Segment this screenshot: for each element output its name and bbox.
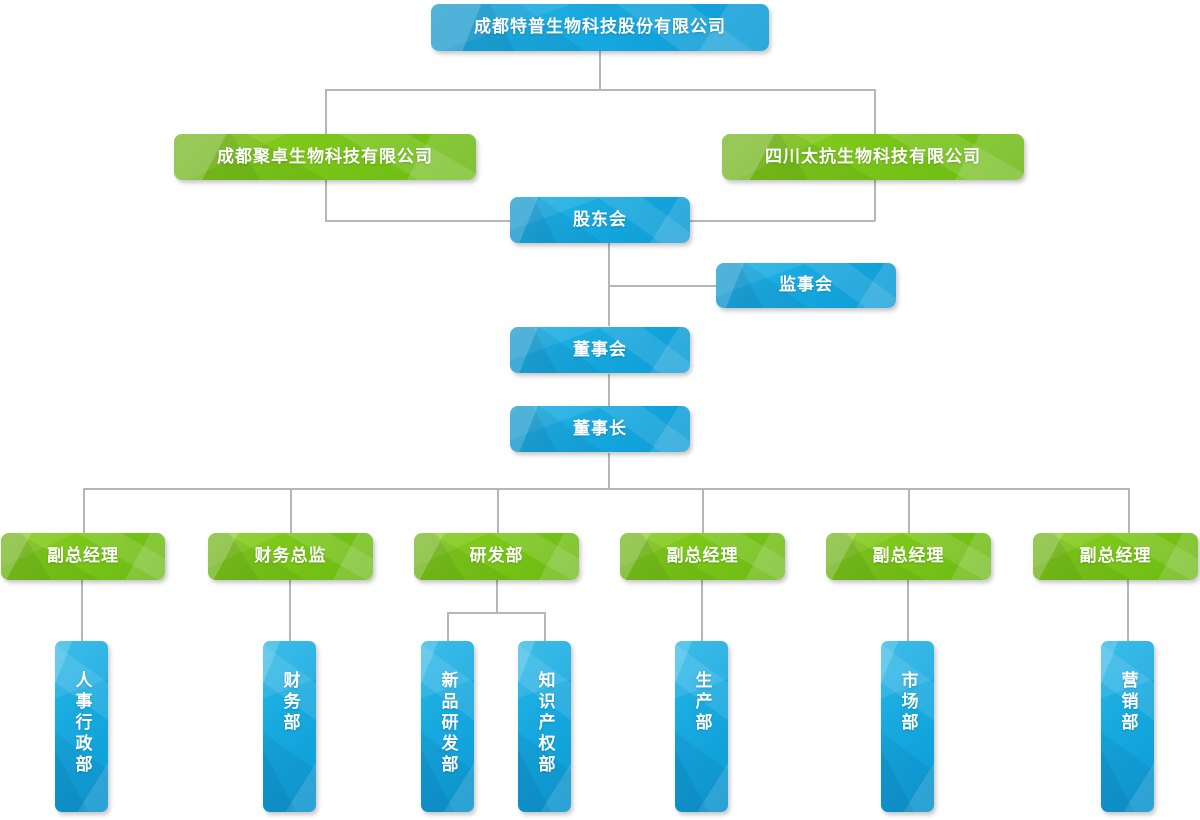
node-manager-2-label: 财务总监 [254, 546, 327, 566]
node-board-of-directors-label: 董事会 [573, 339, 627, 359]
node-department-finance-label: 财务部 [280, 671, 300, 734]
connector-dept-hr [81, 580, 83, 642]
node-department-new-product-rd-label: 新品研发部 [438, 671, 458, 776]
connector-rd-down [496, 580, 498, 613]
connector-dept-market [907, 580, 909, 642]
connector-subsidiary-bar [325, 89, 876, 91]
connector-chairman-down [608, 453, 610, 489]
node-department-production-label: 生产部 [692, 671, 712, 734]
connector-dept-production [701, 580, 703, 642]
node-department-production[interactable]: 生产部 [675, 641, 728, 812]
connector-manager-4 [702, 488, 704, 533]
node-department-intellectual-property-label: 知识产权部 [535, 671, 555, 776]
node-board-of-supervisors-label: 监事会 [779, 275, 833, 295]
node-subsidiary-right[interactable]: 四川太抗生物科技有限公司 [722, 134, 1024, 180]
node-department-finance[interactable]: 财务部 [263, 641, 316, 812]
node-manager-5-label: 副总经理 [872, 546, 945, 566]
node-department-market[interactable]: 市场部 [881, 641, 934, 812]
node-shareholders-meeting[interactable]: 股东会 [510, 197, 690, 243]
node-board-of-supervisors[interactable]: 监事会 [716, 263, 896, 308]
node-department-intellectual-property[interactable]: 知识产权部 [518, 641, 571, 812]
node-chairman[interactable]: 董事长 [510, 406, 690, 452]
node-manager-5[interactable]: 副总经理 [826, 533, 991, 580]
node-company-label: 成都特普生物科技股份有限公司 [474, 17, 726, 37]
node-subsidiary-left[interactable]: 成都聚卓生物科技有限公司 [174, 134, 476, 180]
node-manager-6-label: 副总经理 [1079, 546, 1152, 566]
connector-supervisors [608, 285, 718, 287]
node-manager-4-label: 副总经理 [666, 546, 739, 566]
connector-manager-6 [1128, 488, 1130, 533]
connector-shareholders-down [608, 243, 610, 326]
connector-dept-newproduct [447, 612, 449, 642]
connector-manager-bar [83, 488, 1129, 490]
node-manager-1[interactable]: 副总经理 [1, 533, 165, 580]
connector-company-down [599, 51, 601, 90]
connector-shareholders-right [689, 220, 875, 222]
node-chairman-label: 董事长 [573, 418, 627, 438]
node-department-new-product-rd[interactable]: 新品研发部 [421, 641, 474, 812]
connector-manager-5 [908, 488, 910, 533]
connector-manager-3 [497, 488, 499, 533]
connector-shareholders-left [325, 220, 511, 222]
connector-manager-2 [290, 488, 292, 533]
connector-rd-bar [447, 612, 546, 614]
node-board-of-directors[interactable]: 董事会 [510, 327, 690, 373]
node-manager-1-label: 副总经理 [47, 546, 119, 566]
node-department-hr-label: 人事行政部 [72, 671, 92, 776]
node-department-market-label: 市场部 [898, 671, 918, 734]
connector-board-chairman [608, 374, 610, 406]
connector-dept-sales [1127, 580, 1129, 642]
node-subsidiary-left-label: 成都聚卓生物科技有限公司 [217, 146, 433, 166]
node-subsidiary-right-label: 四川太抗生物科技有限公司 [765, 146, 981, 166]
connector-dept-ip [544, 612, 546, 642]
node-shareholders-meeting-label: 股东会 [573, 209, 627, 229]
node-manager-6[interactable]: 副总经理 [1033, 533, 1198, 580]
node-company[interactable]: 成都特普生物科技股份有限公司 [431, 4, 769, 51]
node-manager-3[interactable]: 研发部 [414, 533, 579, 580]
node-manager-3-label: 研发部 [469, 546, 524, 566]
node-department-sales[interactable]: 营销部 [1101, 641, 1154, 812]
node-manager-4[interactable]: 副总经理 [620, 533, 785, 580]
node-department-sales-label: 营销部 [1118, 671, 1138, 734]
connector-dept-finance [289, 580, 291, 642]
node-manager-2[interactable]: 财务总监 [208, 533, 373, 580]
node-department-hr[interactable]: 人事行政部 [55, 641, 108, 812]
connector-manager-1 [83, 488, 85, 533]
